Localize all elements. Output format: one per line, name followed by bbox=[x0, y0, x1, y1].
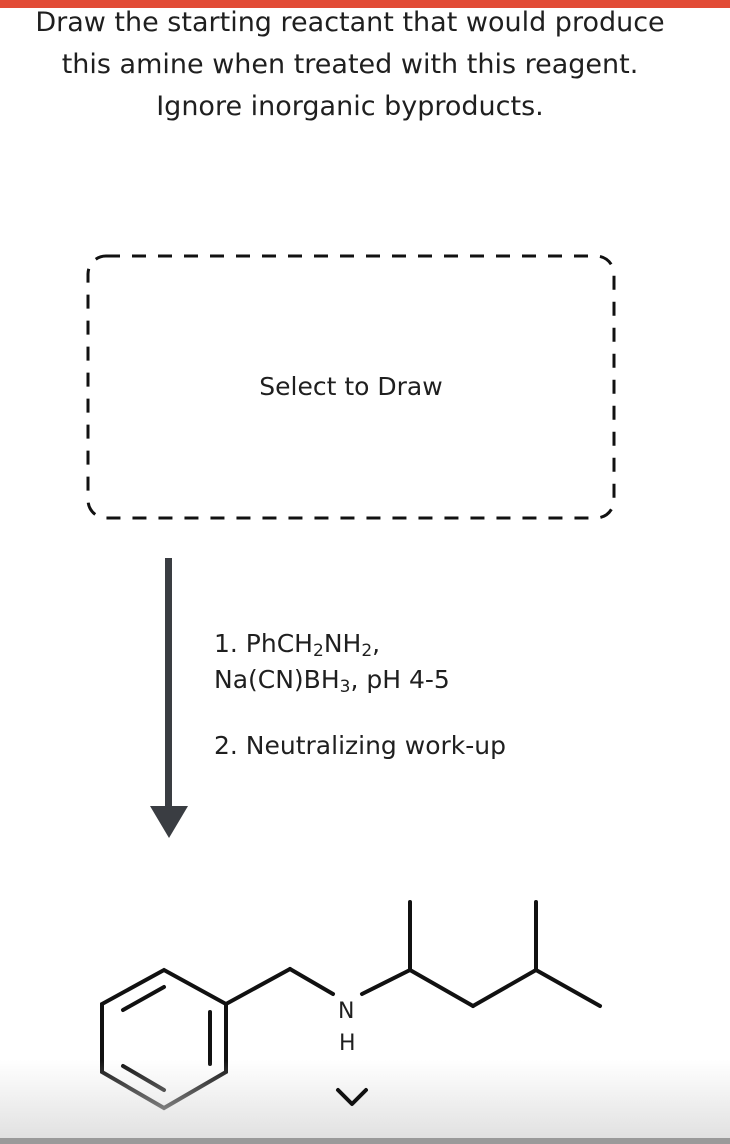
select-to-draw-label: Select to Draw bbox=[259, 372, 443, 401]
benzene-ring bbox=[100, 967, 228, 1111]
question-line-2: this amine when treated with this reagen… bbox=[61, 49, 639, 80]
bond-terminal-methyl bbox=[534, 968, 602, 1008]
question-line-1: Draw the starting reactant that would pr… bbox=[35, 7, 665, 38]
bottom-divider bbox=[0, 1138, 730, 1144]
chevron-down-icon[interactable] bbox=[332, 1082, 372, 1112]
question-prompt: Draw the starting reactant that would pr… bbox=[0, 2, 700, 128]
reagent-step-2: 2. Neutralizing work-up bbox=[214, 731, 506, 760]
question-line-3: Ignore inorganic byproducts. bbox=[156, 91, 544, 122]
atom-n-label: N bbox=[338, 999, 354, 1024]
draw-area-dashed-border bbox=[86, 254, 616, 520]
bond-ch2-ch bbox=[471, 968, 538, 1008]
reagent-conditions: 1. PhCH2NH2, Na(CN)BH3, pH 4-5 2. Neutra… bbox=[214, 626, 506, 764]
select-to-draw-area[interactable]: Select to Draw bbox=[86, 254, 616, 520]
bond-n-ch bbox=[360, 968, 412, 996]
bond-ch2-n bbox=[288, 967, 335, 996]
reagent-step-1-reductant: Na(CN)BH3, pH 4-5 bbox=[214, 665, 450, 697]
top-accent-bar bbox=[0, 0, 730, 8]
reagent-step-1: 1. PhCH2NH2, bbox=[214, 629, 381, 661]
bond-ch-ch2 bbox=[408, 968, 475, 1008]
bond-ring-ch2 bbox=[224, 967, 292, 1006]
reaction-arrow-icon bbox=[150, 558, 188, 838]
atom-h-label: H bbox=[339, 1031, 356, 1056]
ring-double-bond-1 bbox=[121, 985, 166, 1012]
